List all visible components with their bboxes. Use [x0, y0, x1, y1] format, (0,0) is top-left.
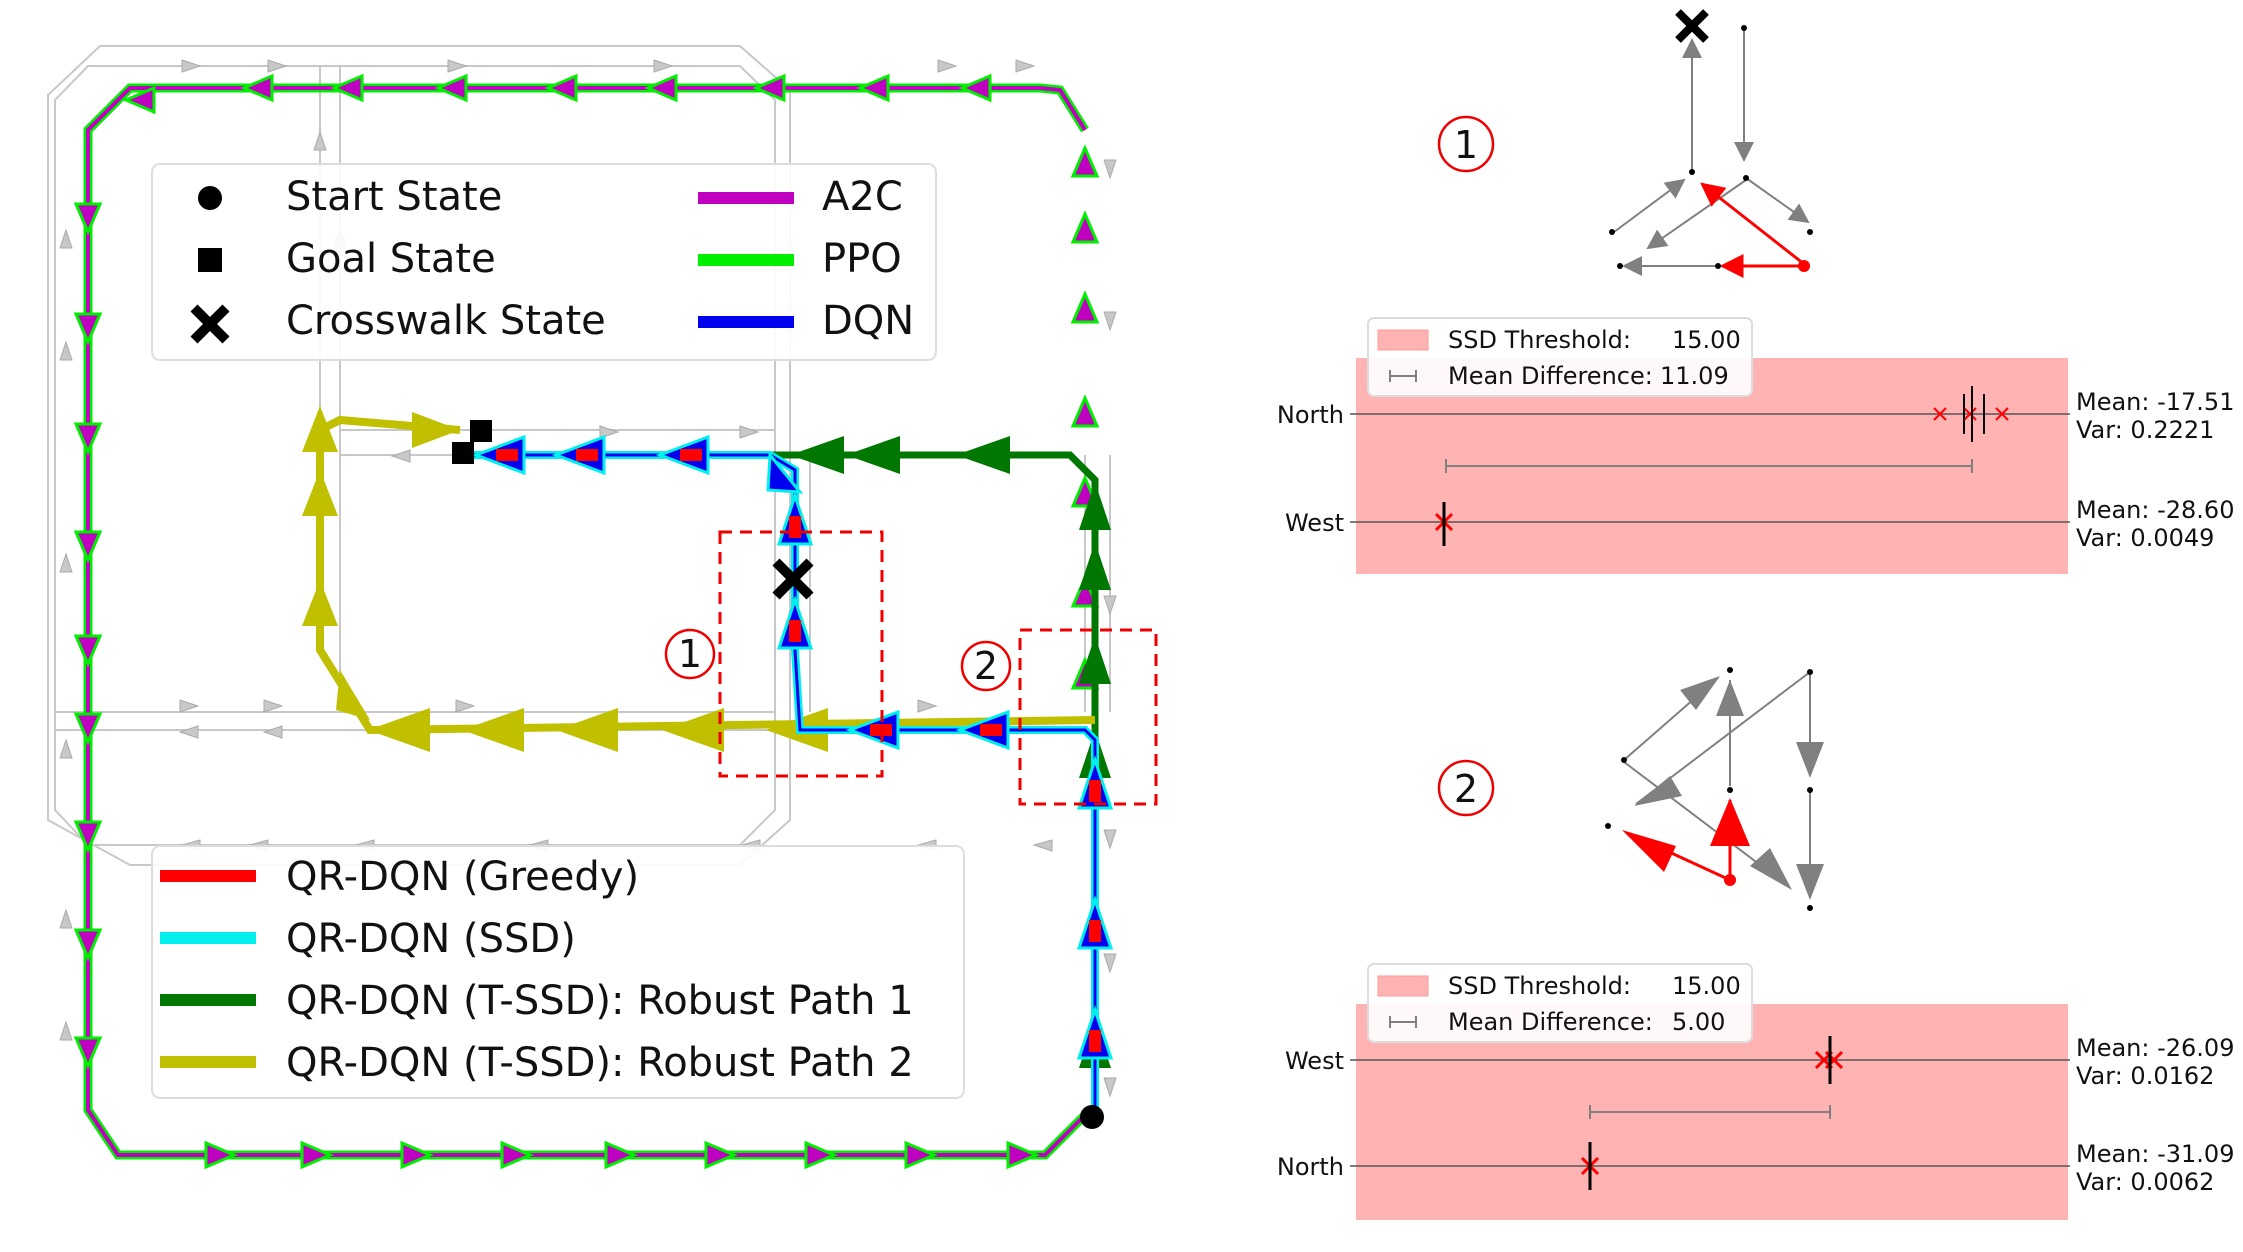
panel-2-local-graph [1605, 667, 1824, 911]
panel-1-diff-label: Mean Difference: [1448, 362, 1653, 390]
panel-2-row-2-mean: Mean: -31.09 [2076, 1140, 2234, 1168]
panel-2-diff-swatch [1389, 1016, 1417, 1028]
region-1-circle [664, 628, 716, 680]
tssd-robust-path-2 [302, 406, 1096, 752]
panel-2-threshold-label: SSD Threshold: [1448, 972, 1631, 1000]
panel-1-row-1-var: Var: 0.2221 [2076, 416, 2214, 444]
panel-2-mean-difference-bar [1589, 1105, 1831, 1119]
dqn-greedy-ssd-path [470, 434, 1114, 1110]
panel-1-local-graph [1609, 9, 1813, 278]
region-1-label: 1 [678, 632, 702, 676]
panel-2-threshold-value: 15.00 [1672, 972, 1741, 1000]
legend-a2c-label: A2C [822, 174, 903, 220]
panel-1-row-1-mean: Mean: -17.51 [2076, 388, 2234, 416]
panel-1-threshold-swatch [1377, 329, 1429, 351]
panel-1-row-2-var: Var: 0.0049 [2076, 524, 2214, 552]
tssd-robust-path-1 [770, 436, 1111, 1115]
legend-dqn-swatch [698, 316, 794, 328]
panel-1-diff-value: 11.09 [1660, 362, 1729, 390]
legend-goal-marker [198, 248, 222, 272]
legend-bottom: QR-DQN (Greedy) QR-DQN (SSD) QR-DQN (T-S… [151, 845, 965, 1099]
panel-1-north-marks [1963, 386, 1985, 442]
panel-1-row-1-name: North [1277, 401, 1344, 429]
panel-1-row-2-name: West [1285, 509, 1344, 537]
legend-greedy-swatch [160, 870, 256, 882]
legend-ssd-label: QR-DQN (SSD) [286, 916, 576, 962]
goal-state-marker [452, 420, 492, 464]
panel-2-threshold-swatch [1377, 975, 1429, 997]
legend-start-label: Start State [286, 174, 502, 220]
legend-ppo-swatch [698, 254, 794, 266]
legend-goal-label: Goal State [286, 236, 496, 282]
crosswalk-state-marker [772, 558, 814, 600]
start-state-marker [1080, 1105, 1104, 1129]
region-2-circle [960, 640, 1012, 692]
region-2-box [1018, 628, 1158, 806]
panel-2-row-1-var: Var: 0.0162 [2076, 1062, 2214, 1090]
legend-crosswalk-label: Crosswalk State [286, 298, 606, 344]
panel-1-threshold-label: SSD Threshold: [1448, 326, 1631, 354]
panel-1-row-2-mean: Mean: -28.60 [2076, 496, 2234, 524]
panel-2-row-2-name: North [1277, 1153, 1344, 1181]
region-1-box [718, 530, 884, 778]
panel-1-diff-swatch [1389, 370, 1417, 382]
panel-2-diff-value: 5.00 [1672, 1008, 1725, 1036]
legend-dqn-label: DQN [822, 298, 914, 344]
legend-crosswalk-marker [190, 304, 230, 344]
panel-2: 2 [1277, 667, 2234, 1220]
legend-top: Start State Goal State Crosswalk State A… [151, 163, 937, 361]
panel-2-row-1-mean: Mean: -26.09 [2076, 1034, 2234, 1062]
region-2-label: 2 [974, 644, 998, 688]
panel-1-crosswalk-icon [1675, 9, 1709, 43]
panel-2-marker: 2 [1454, 767, 1478, 811]
panel-1-threshold-value: 15.00 [1672, 326, 1741, 354]
legend-start-marker [198, 186, 222, 210]
panel-2-legend: SSD Threshold: 15.00 Mean Difference: 5.… [1367, 963, 1753, 1043]
legend-ssd-swatch [160, 932, 256, 944]
legend-greedy-label: QR-DQN (Greedy) [286, 854, 639, 900]
panel-1-north-samples [1933, 407, 2009, 421]
panel-1-legend: SSD Threshold: 15.00 Mean Difference: 11… [1367, 317, 1753, 397]
a2c-ppo-outer-loop [73, 73, 1100, 1170]
legend-tssd2-swatch [160, 1056, 256, 1068]
road-network: 1 2 [47, 45, 1158, 1170]
legend-tssd1-swatch [160, 994, 256, 1006]
legend-a2c-swatch [698, 192, 794, 204]
panel-2-row-1-name: West [1285, 1047, 1344, 1075]
panel-1-mean-difference-bar [1445, 459, 1973, 473]
panel-2-marker-circle [1437, 759, 1495, 817]
legend-tssd2-label: QR-DQN (T-SSD): Robust Path 2 [286, 1040, 914, 1086]
panel-1-marker: 1 [1454, 123, 1478, 167]
panel-2-diff-label: Mean Difference: [1448, 1008, 1653, 1036]
legend-tssd1-label: QR-DQN (T-SSD): Robust Path 1 [286, 978, 914, 1024]
panel-2-row-2-var: Var: 0.0062 [2076, 1168, 2214, 1196]
panel-1: 1 SSD Threshold: 15.00 [1277, 9, 2234, 574]
panel-1-marker-circle [1437, 115, 1495, 173]
legend-ppo-label: PPO [822, 236, 902, 282]
grid-arrows [59, 59, 1117, 1098]
